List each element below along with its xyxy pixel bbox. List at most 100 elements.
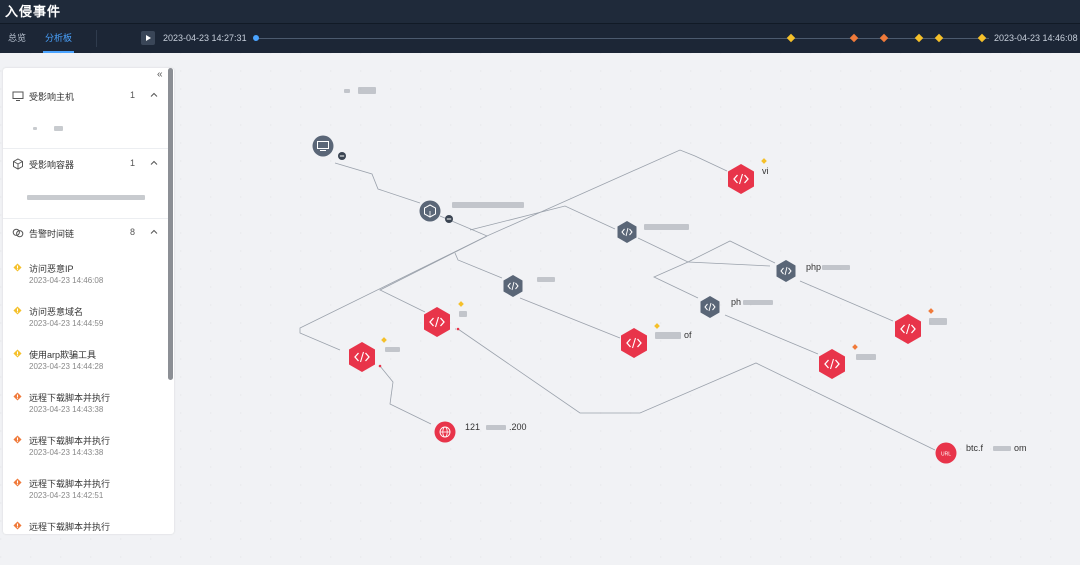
container-icon bbox=[13, 158, 23, 170]
collapse-icon[interactable]: « bbox=[157, 69, 163, 80]
alert-time: 2023-04-23 14:43:38 bbox=[29, 405, 104, 414]
section-count: 1 bbox=[130, 90, 136, 100]
node-label-domain-tail: om bbox=[1014, 443, 1027, 453]
section-title: 受影响主机 bbox=[29, 92, 75, 102]
svg-text:URL: URL bbox=[941, 452, 951, 458]
section-alert-chain[interactable]: 告警时间链 8 bbox=[3, 225, 168, 241]
alert-item[interactable]: 访问恶意IP 2023-04-23 14:46:08 bbox=[3, 262, 168, 302]
alert-time: 2023-04-23 14:44:59 bbox=[29, 319, 104, 328]
alert-diamond-icon bbox=[13, 306, 22, 315]
timeline-alert-marker[interactable] bbox=[977, 33, 986, 43]
tab-divider bbox=[96, 30, 97, 47]
alert-diamond-icon bbox=[13, 478, 22, 487]
alert-node[interactable] bbox=[818, 348, 846, 380]
timeline-alert-marker[interactable] bbox=[786, 33, 796, 43]
timeline-end-time: 2023-04-23 14:46:08 bbox=[994, 33, 1078, 43]
sidebar-scrollbar[interactable] bbox=[168, 68, 173, 380]
alert-name-redacted bbox=[929, 318, 947, 325]
alert-time: 2023-04-23 14:42:51 bbox=[29, 491, 104, 500]
alert-time: 2023-04-23 14:46:08 bbox=[29, 276, 104, 285]
url-node[interactable]: URL bbox=[935, 442, 957, 464]
divider bbox=[3, 218, 168, 219]
ip-node[interactable] bbox=[434, 421, 456, 443]
node-label-of: of bbox=[684, 330, 692, 340]
section-affected-containers[interactable]: 受影响容器 1 bbox=[3, 156, 168, 172]
alert-diamond-icon bbox=[13, 263, 22, 272]
process-name-redacted bbox=[537, 277, 555, 282]
chevron-up-icon[interactable] bbox=[149, 158, 159, 168]
chevron-up-icon[interactable] bbox=[149, 227, 159, 237]
process-name-redacted bbox=[644, 224, 689, 230]
node-label-php: php bbox=[806, 262, 822, 272]
host-node[interactable] bbox=[312, 135, 347, 161]
container-item-redacted bbox=[27, 195, 145, 200]
tab-analysis-board[interactable]: 分析板 bbox=[42, 33, 75, 53]
section-count: 8 bbox=[130, 227, 136, 237]
timeline-alert-marker[interactable] bbox=[934, 33, 944, 43]
timeline-track[interactable] bbox=[256, 38, 989, 39]
alert-node[interactable] bbox=[348, 341, 376, 373]
play-icon[interactable] bbox=[141, 31, 155, 45]
alert-title: 访问恶意域名 bbox=[29, 307, 84, 317]
section-title: 受影响容器 bbox=[29, 160, 75, 170]
process-node[interactable] bbox=[503, 274, 523, 298]
event-sidebar: « 受影响主机 1 受影响容器 1 告警时间链 bbox=[3, 68, 174, 534]
container-name-redacted bbox=[452, 202, 524, 208]
alert-title: 远程下载脚本并执行 bbox=[29, 522, 111, 532]
alert-title: 使用arp欺骗工具 bbox=[29, 350, 97, 360]
page-title: 入侵事件 bbox=[5, 4, 62, 19]
alert-title: 访问恶意IP bbox=[29, 264, 74, 274]
process-node-php[interactable] bbox=[776, 259, 796, 283]
host-item-redacted bbox=[54, 126, 63, 131]
alert-node-vi[interactable] bbox=[727, 163, 755, 195]
timeline-alert-marker[interactable] bbox=[914, 33, 923, 43]
node-label-domain: btc.f bbox=[966, 443, 984, 453]
alert-node[interactable] bbox=[894, 313, 922, 345]
alert-title: 远程下载脚本并执行 bbox=[29, 436, 111, 446]
alert-time: 2023-04-23 14:43:38 bbox=[29, 448, 104, 457]
section-count: 1 bbox=[130, 158, 136, 168]
alert-node-of[interactable] bbox=[620, 327, 648, 359]
section-title: 告警时间链 bbox=[29, 229, 75, 239]
edge-markers bbox=[378, 327, 460, 368]
alert-diamond-icon bbox=[13, 392, 22, 401]
alert-diamond-icon bbox=[13, 521, 22, 530]
container-node[interactable] bbox=[419, 200, 454, 224]
alert-item[interactable]: 访问恶意域名 2023-04-23 14:44:59 bbox=[3, 305, 168, 345]
chevron-up-icon[interactable] bbox=[149, 90, 159, 100]
process-name-redacted bbox=[822, 265, 850, 270]
title-bar: 入侵事件 bbox=[0, 0, 1080, 24]
tab-overview[interactable]: 总览 bbox=[8, 33, 27, 43]
node-label-ip: 121 bbox=[465, 422, 481, 432]
alert-item[interactable]: 远程下载脚本并执行 2023-04-23 14:43:38 bbox=[3, 434, 168, 474]
domain-redacted bbox=[993, 446, 1011, 451]
process-node-php[interactable] bbox=[700, 295, 720, 319]
timeline-cursor[interactable] bbox=[253, 35, 259, 41]
alert-diamond-icon bbox=[13, 349, 22, 358]
alert-name-redacted bbox=[655, 332, 681, 339]
host-item-redacted bbox=[33, 127, 37, 130]
divider bbox=[3, 148, 168, 149]
alert-node[interactable] bbox=[423, 306, 451, 338]
monitor-icon bbox=[12, 91, 24, 101]
alert-item[interactable]: 远程下载脚本并执行 bbox=[3, 520, 168, 534]
process-name-redacted bbox=[743, 300, 773, 305]
alert-name-redacted bbox=[385, 347, 400, 352]
alert-diamond-icon bbox=[13, 435, 22, 444]
graph-edges bbox=[299, 149, 936, 451]
timeline-start-time: 2023-04-23 14:27:31 bbox=[163, 33, 247, 43]
node-label-php: ph bbox=[731, 297, 742, 307]
alert-time: 2023-04-23 14:44:28 bbox=[29, 362, 104, 371]
alert-item[interactable]: 使用arp欺骗工具 2023-04-23 14:44:28 bbox=[3, 348, 168, 388]
timeline-alert-marker[interactable] bbox=[849, 33, 859, 43]
link-icon bbox=[12, 228, 24, 238]
node-label-vi: vi bbox=[762, 166, 769, 176]
process-node[interactable] bbox=[617, 220, 637, 244]
host-name-redacted bbox=[344, 89, 350, 93]
timeline-alert-marker[interactable] bbox=[879, 33, 889, 43]
analysis-canvas[interactable]: URL vi php ph of 121 .200 btc.f om bbox=[0, 53, 1080, 565]
section-affected-hosts[interactable]: 受影响主机 1 bbox=[3, 88, 168, 104]
attack-graph[interactable]: URL bbox=[0, 53, 1080, 565]
